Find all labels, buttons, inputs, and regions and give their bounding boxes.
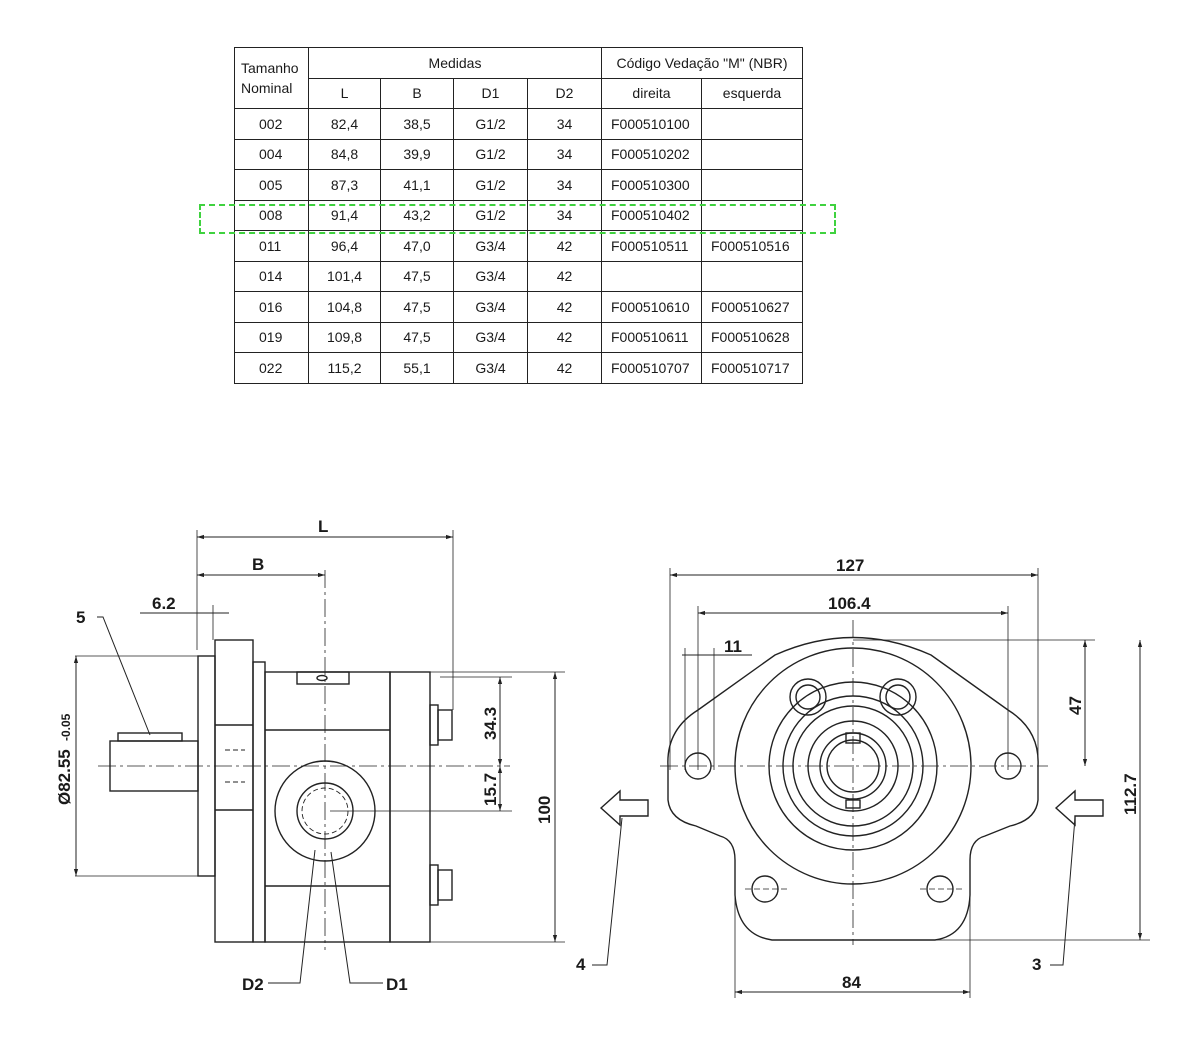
cell-b: 39,9	[380, 138, 454, 170]
cell-size: 002	[234, 108, 309, 140]
cell-d1: G1/2	[453, 108, 528, 140]
side-view	[98, 570, 510, 950]
dim-106-4-label: 106.4	[828, 594, 871, 613]
mounting-flange	[214, 639, 254, 943]
dim-11-label: 11	[724, 637, 742, 656]
cell-code-right: F000510707	[601, 352, 702, 384]
cell-code-right: F000510202	[601, 138, 702, 170]
dim-84-label: 84	[842, 973, 861, 992]
shaft	[109, 740, 199, 792]
side-view-dimensions	[73, 530, 565, 984]
specification-table: Tamanho Nominal Medidas Código Vedação "…	[234, 47, 803, 384]
header-size-line1: Tamanho	[241, 60, 299, 76]
header-measures: Medidas	[308, 47, 602, 79]
cell-d2: 42	[527, 291, 602, 323]
cell-code-right	[601, 260, 702, 292]
dim-b-label: B	[252, 555, 264, 574]
callout-5: 5	[76, 608, 85, 627]
subheader-b: B	[380, 77, 454, 109]
callout-d2: D2	[242, 975, 264, 994]
body-circle	[734, 647, 972, 885]
cell-l: 84,8	[308, 138, 381, 170]
shaft-outer	[807, 720, 899, 812]
dim-diameter-label: Ø82.55	[55, 749, 74, 805]
dim-34-3-label: 34.3	[481, 707, 500, 740]
hole-top-right	[885, 684, 911, 710]
header-seal-code: Código Vedação "M" (NBR)	[601, 47, 803, 79]
cell-d1: G3/4	[453, 352, 528, 384]
cell-l: 109,8	[308, 321, 381, 353]
shaft-key	[117, 732, 183, 742]
dim-47-label: 47	[1066, 696, 1085, 715]
dim-100-label: 100	[535, 796, 554, 824]
cell-l: 96,4	[308, 230, 381, 262]
flow-arrow-4	[599, 789, 649, 827]
callout-4: 4	[576, 955, 586, 974]
cell-d2: 34	[527, 138, 602, 170]
cell-code-right: F000510610	[601, 291, 702, 323]
flow-arrow-3	[1054, 789, 1104, 827]
cell-size: 004	[234, 138, 309, 170]
callout-d1: D1	[386, 975, 408, 994]
cell-code-right: F000510511	[601, 230, 702, 262]
cell-d1: G3/4	[453, 260, 528, 292]
cell-size: 016	[234, 291, 309, 323]
dim-diameter-tolerance: -0.05	[59, 713, 73, 741]
cell-d1: G3/4	[453, 291, 528, 323]
subheader-left: esquerda	[701, 77, 803, 109]
cell-code-left	[701, 138, 803, 170]
subheader-d1: D1	[453, 77, 528, 109]
cell-b: 41,1	[380, 169, 454, 201]
hole-top-left	[795, 684, 821, 710]
highlighted-row-box	[199, 204, 836, 234]
cell-code-left: F000510717	[701, 352, 803, 384]
cell-d1: G3/4	[453, 230, 528, 262]
front-view	[599, 620, 1104, 945]
dim-l-label: L	[318, 517, 328, 536]
front-view-dimensions	[592, 568, 1150, 998]
cell-d2: 42	[527, 352, 602, 384]
header-size-line2: Nominal	[241, 80, 293, 96]
dim-112-7-label: 112.7	[1121, 773, 1140, 815]
callout-3: 3	[1032, 955, 1041, 974]
rear-cover	[389, 671, 431, 943]
cell-l: 101,4	[308, 260, 381, 292]
cell-b: 38,5	[380, 108, 454, 140]
subheader-right: direita	[601, 77, 702, 109]
cell-b: 55,1	[380, 352, 454, 384]
screw-bottom	[437, 869, 453, 901]
cell-code-left: F000510628	[701, 321, 803, 353]
pump-body	[264, 671, 391, 943]
dim-15-7-label: 15.7	[481, 773, 500, 806]
cell-b: 47,5	[380, 291, 454, 323]
cell-code-left	[701, 260, 803, 292]
cell-l: 115,2	[308, 352, 381, 384]
dim-127-label: 127	[836, 556, 864, 575]
header-nominal-size: Tamanho Nominal	[234, 47, 309, 109]
cell-code-right: F000510611	[601, 321, 702, 353]
dim-6-2-label: 6.2	[152, 594, 176, 613]
screw-top	[437, 709, 453, 741]
subheader-d2: D2	[527, 77, 602, 109]
